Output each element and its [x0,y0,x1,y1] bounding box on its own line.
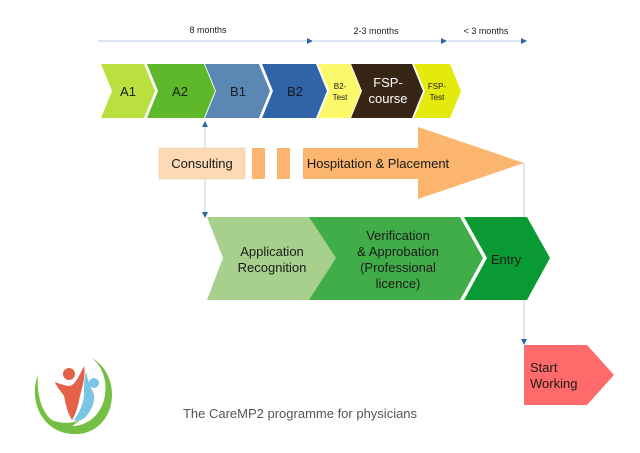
start-working-shape [524,345,614,405]
consulting-box [158,147,246,180]
chevron-a2 [147,64,215,118]
chevron-fsp-course [351,64,423,118]
chevron-b2-test-line2: Test [333,93,348,102]
entry-label: Entry [491,252,522,267]
verification-line4: licence) [376,276,421,291]
caremp2-logo [34,358,112,435]
licensing-steps: Application Recognition Verification & A… [207,217,550,300]
recognition-line2: Recognition [238,260,307,275]
verification-line1: Verification [366,228,430,243]
verification-line2: & Approbation [357,244,439,259]
start-working-line1: Start [530,360,558,375]
start-working-line2: Working [530,376,577,391]
connector-arrowhead-start [521,339,527,345]
logo-red-figure [55,366,85,420]
timeline-label-under-3-months: < 3 months [464,26,509,36]
chevron-b1 [205,64,270,118]
start-working: Start Working [524,345,614,405]
hospitation-label: Hospitation & Placement [307,156,450,171]
placement-block-2 [277,148,290,179]
chevron-b2-label: B2 [287,84,303,99]
chevron-verification-approbation [309,217,483,300]
logo-blue-figure [74,372,95,421]
chevron-a1-label: A1 [120,84,136,99]
logo-blue-head [89,378,99,388]
hospitation-arrow [303,127,524,199]
chevron-b2-test-line1: B2- [334,82,347,91]
application-line1: Application [240,244,304,259]
chevron-a2-label: A2 [172,84,188,99]
support-row: Consulting Hospitation & Placement [158,127,524,199]
timeline-arrowhead-1 [307,38,313,44]
chevron-fsp-test-line1: FSP- [428,82,447,91]
consulting-label: Consulting [171,156,232,171]
chevron-b2 [262,64,327,118]
timeline-label-8-months: 8 months [189,25,227,35]
language-steps: A1 A2 B1 B2 B2- Test FSP- course FSP- Te… [101,64,461,118]
connector-arrowhead-down [202,212,208,218]
logo-green-hand [48,418,80,428]
chevron-b1-label: B1 [230,84,246,99]
placement-block-1 [252,148,265,179]
logo-red-head [63,368,75,380]
verification-line3: (Professional [360,260,436,275]
chevron-fsp-test-line2: Test [430,93,445,102]
diagram-caption: The CareMP2 programme for physicians [183,406,418,421]
chevron-fsp-course-line1: FSP- [373,75,403,90]
chevron-a1 [101,64,155,118]
chevron-b2-test [318,64,361,118]
chevron-application-recognition [207,217,338,300]
timeline-label-2-3-months: 2-3 months [353,26,399,36]
timeline-arrowhead-2 [441,38,447,44]
connector-arrowhead-up [202,121,208,127]
timeline-arrowhead-3 [521,38,527,44]
chevron-entry [464,217,550,300]
timeline: 8 months 2-3 months < 3 months [98,25,527,44]
chevron-fsp-course-line2: course [368,91,407,106]
chevron-fsp-test [414,64,461,118]
